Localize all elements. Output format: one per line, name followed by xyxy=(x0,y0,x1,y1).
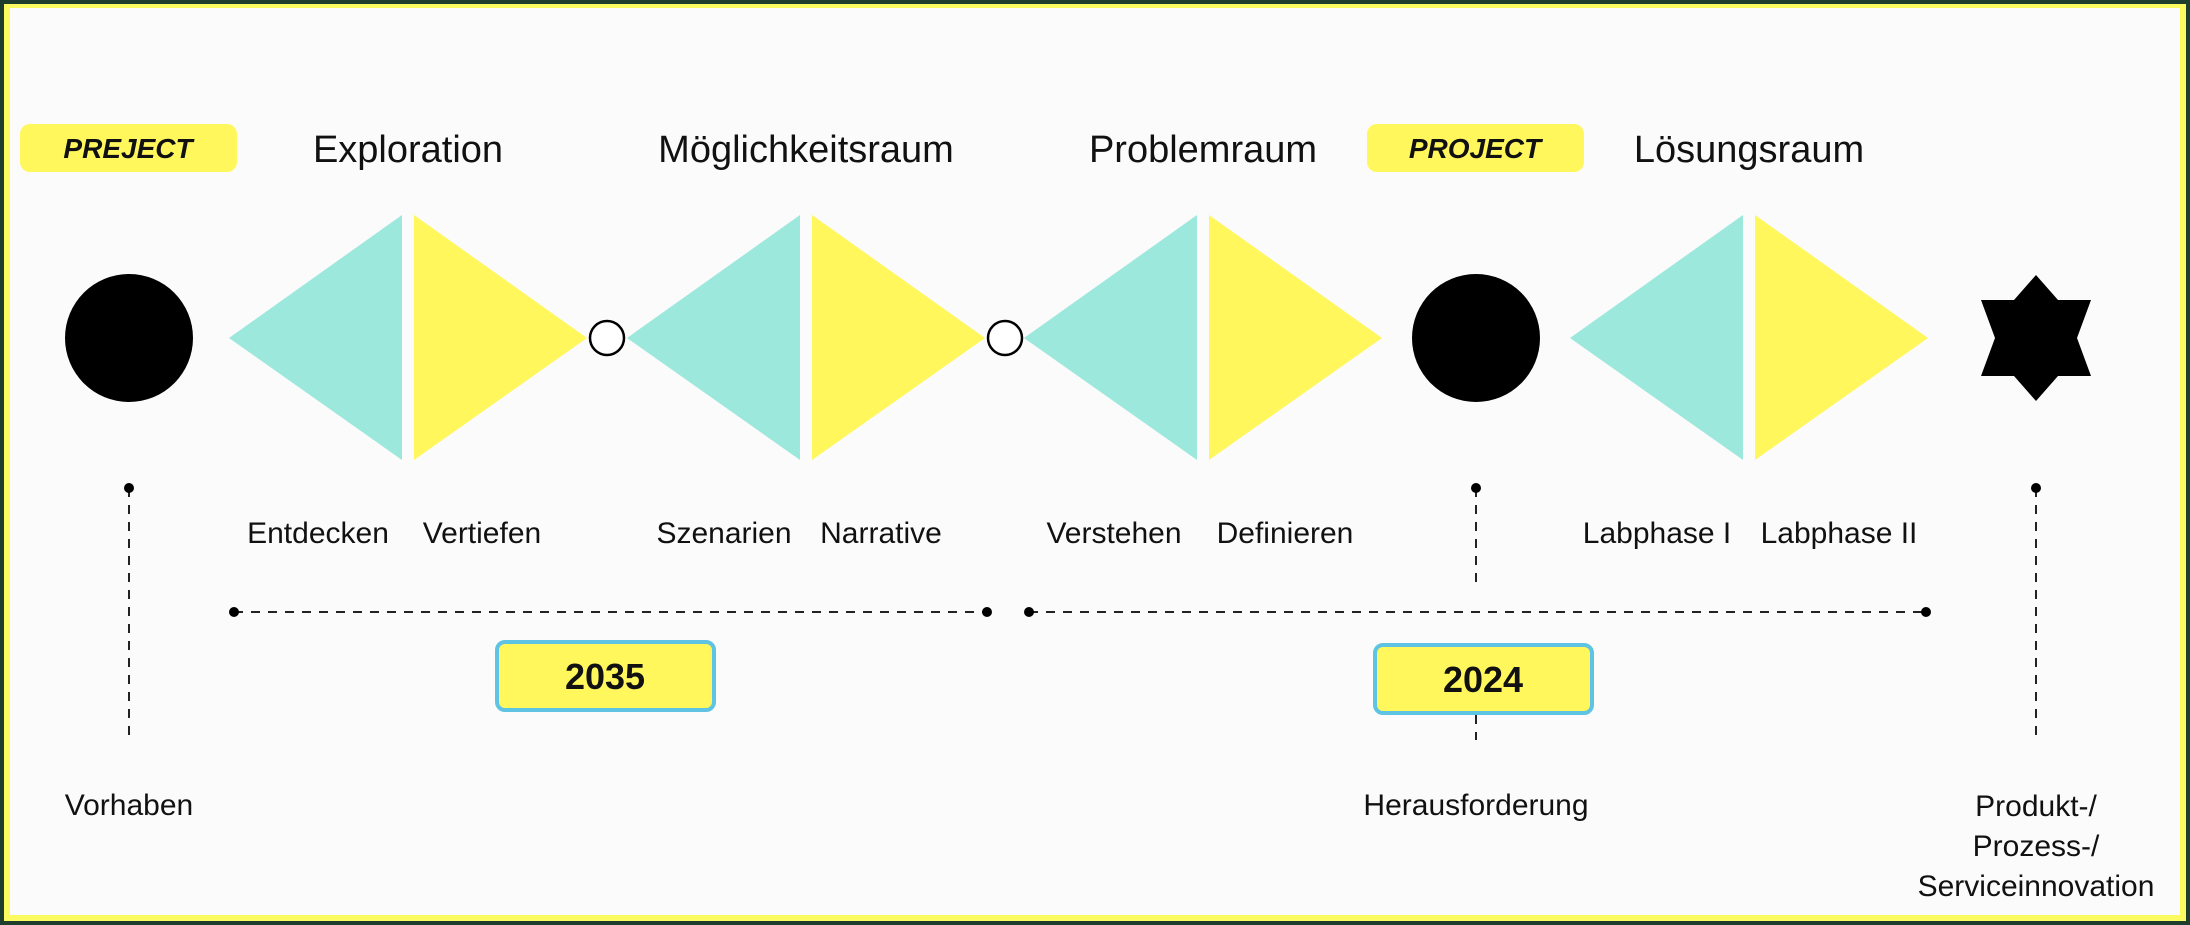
diagram-canvas xyxy=(10,8,2180,915)
preject-span-end-dot xyxy=(982,607,992,617)
project-span-start-dot xyxy=(1024,607,1034,617)
end-dot xyxy=(2031,483,2041,493)
year-badge-2024-label: 2024 xyxy=(1443,659,1523,700)
subphase-narrative: Narrative xyxy=(820,517,942,550)
diamond-loesungsraum-left-triangle xyxy=(1570,215,1743,460)
subphase-labphase-2: Labphase II xyxy=(1761,517,1918,550)
start-dot xyxy=(124,483,134,493)
phase-title-moeglichkeitsraum: Möglichkeitsraum xyxy=(658,129,954,171)
year-badge-2024: 2024 xyxy=(1373,643,1594,715)
tag-preject-bg xyxy=(20,124,237,172)
tag-preject: PREJECT xyxy=(20,124,237,172)
tag-project: PROJECT xyxy=(1367,124,1584,172)
connector-circle-2 xyxy=(986,319,1024,357)
year-badge-2035-label: 2035 xyxy=(565,656,645,697)
subphase-vertiefen: Vertiefen xyxy=(423,517,541,550)
year-badge-2024-bg xyxy=(1373,643,1594,715)
preject-span-start-dot xyxy=(229,607,239,617)
diamond-moeglichkeitsraum-right-triangle xyxy=(812,215,985,460)
challenge-dot xyxy=(1471,483,1481,493)
diamond-exploration-right-triangle xyxy=(414,215,587,460)
start-milestone-circle xyxy=(65,274,193,402)
phase-title-problemraum: Problemraum xyxy=(1089,129,1317,171)
connector-circle-1 xyxy=(588,319,626,357)
subphase-entdecken: Entdecken xyxy=(247,517,389,550)
milestone-label-vorhaben: Vorhaben xyxy=(65,789,193,822)
milestone-label-end-line3: Serviceinnovation xyxy=(1918,870,2155,903)
tag-project-label: PROJECT xyxy=(1409,133,1544,164)
subphase-verstehen: Verstehen xyxy=(1046,517,1181,550)
year-badge-2035: 2035 xyxy=(495,640,716,712)
diamond-loesungsraum-right-triangle xyxy=(1755,215,1928,460)
tag-project-bg xyxy=(1367,124,1584,172)
subphase-definieren: Definieren xyxy=(1217,517,1354,550)
year-badge-2035-bg xyxy=(495,640,716,712)
end-milestone-star xyxy=(1981,275,2091,401)
diamond-moeglichkeitsraum-left-triangle xyxy=(627,215,800,460)
tag-preject-label: PREJECT xyxy=(63,133,195,164)
diamond-exploration-left-triangle xyxy=(229,215,402,460)
subphase-labphase-1: Labphase I xyxy=(1583,517,1731,550)
diamond-problemraum-left-triangle xyxy=(1024,215,1197,460)
milestone-label-end-line1: Produkt-/ xyxy=(1975,790,2097,823)
subphase-szenarien: Szenarien xyxy=(656,517,791,550)
challenge-milestone-circle xyxy=(1412,274,1540,402)
milestone-label-end-line2: Prozess-/ xyxy=(1973,830,2100,863)
project-span-end-dot xyxy=(1921,607,1931,617)
phase-title-loesungsraum: Lösungsraum xyxy=(1634,129,1864,171)
milestone-label-herausforderung: Herausforderung xyxy=(1363,789,1588,822)
diamond-problemraum-right-triangle xyxy=(1209,215,1382,460)
phase-title-exploration: Exploration xyxy=(313,129,503,171)
